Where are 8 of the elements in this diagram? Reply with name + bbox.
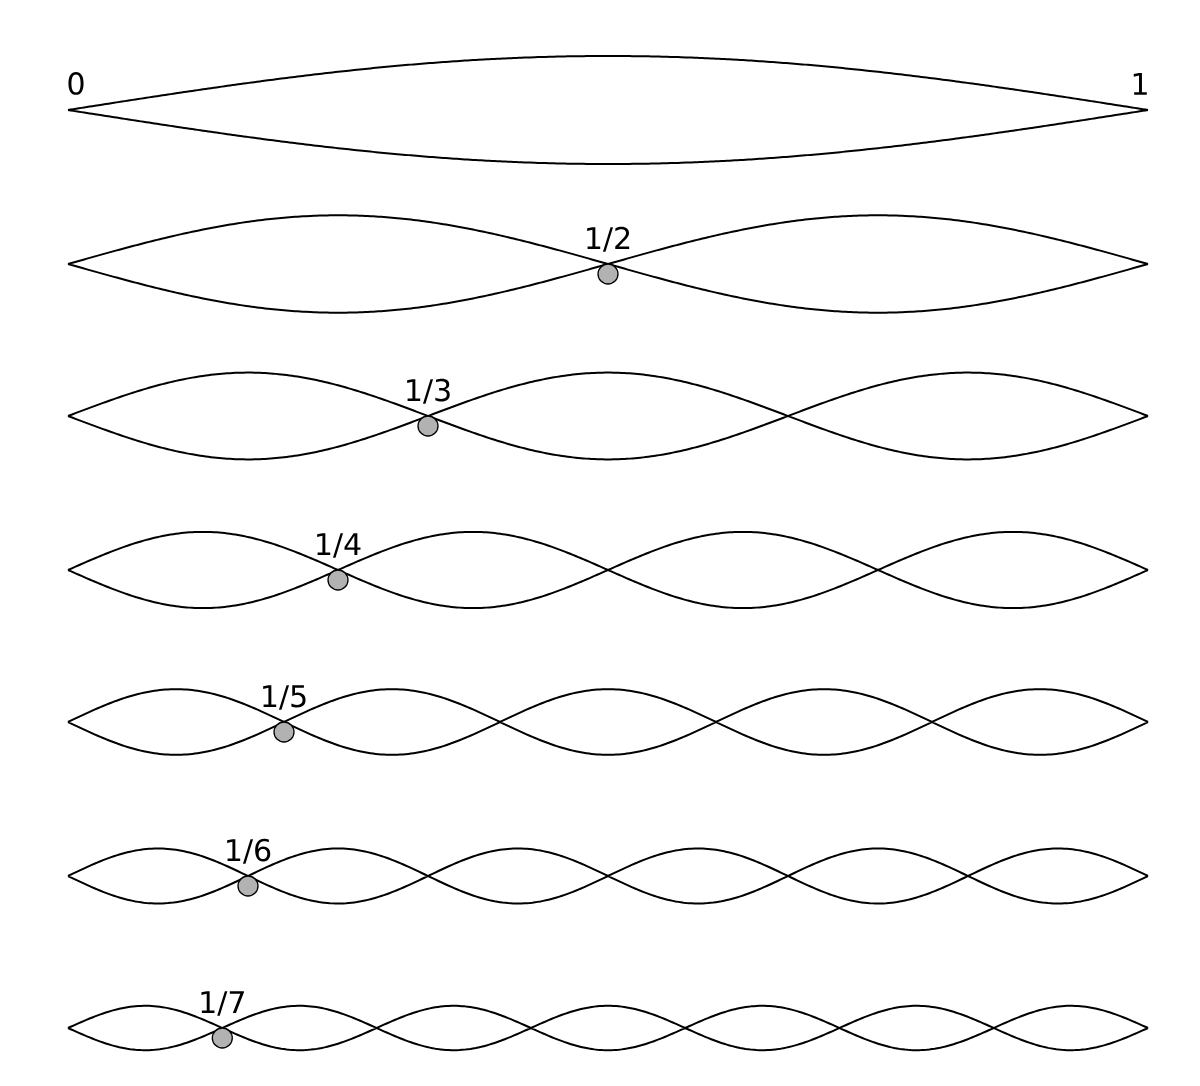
fraction-label: 1/2 (587, 226, 630, 252)
endpoint-label: 0 (68, 72, 84, 95)
endpoint-label: 1 (1133, 72, 1147, 95)
fraction-label: 1/7 (201, 991, 244, 1016)
fraction-label: 1/3 (407, 378, 450, 404)
fraction-label: 1/5 (263, 685, 306, 710)
fraction-label: 1/6 (227, 838, 271, 864)
fraction-label: 1/4 (317, 533, 361, 558)
